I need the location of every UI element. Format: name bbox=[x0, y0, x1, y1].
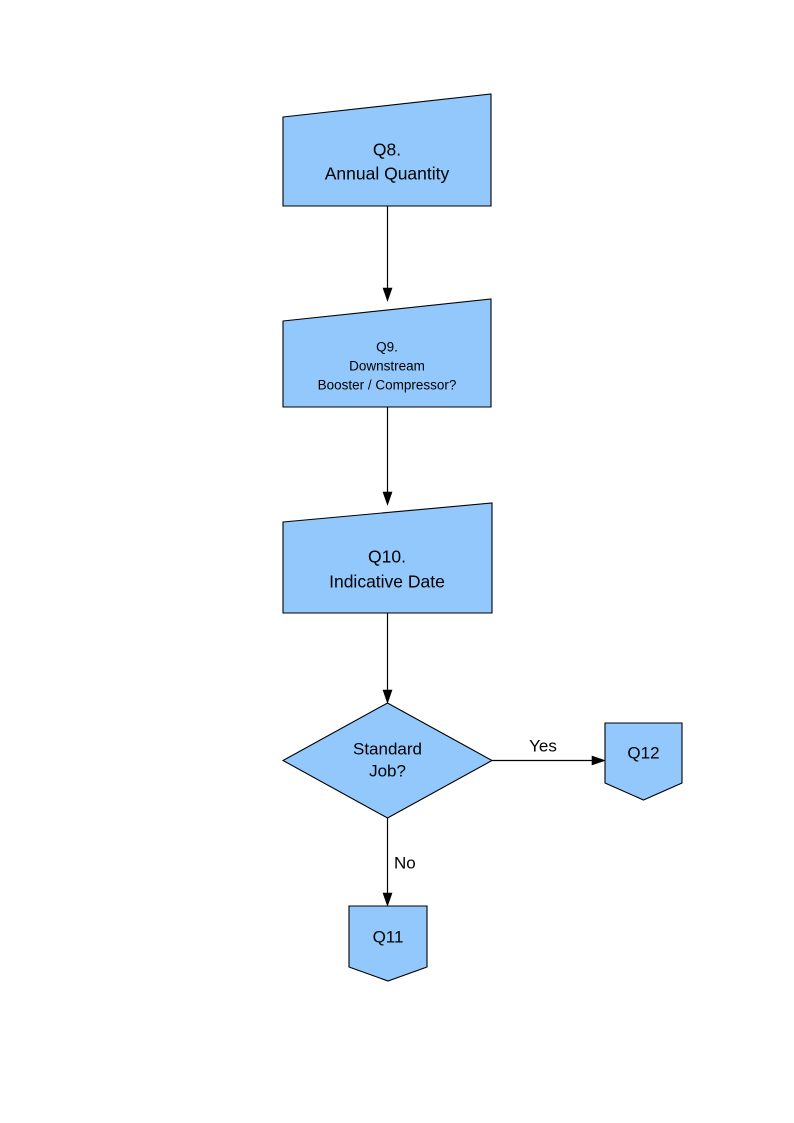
q10-label-line2: Indicative Date bbox=[329, 572, 445, 592]
node-q11[interactable]: Q11 bbox=[348, 905, 428, 982]
edge-q10-to-decision-arrowhead bbox=[382, 689, 393, 704]
edge-q8-to-q9-arrowhead bbox=[382, 287, 393, 302]
edge-q8-to-q9 bbox=[382, 206, 393, 302]
q12-shape[interactable] bbox=[604, 722, 683, 801]
node-standard-job-decision[interactable]: Standard Job? bbox=[281, 702, 494, 819]
node-q8[interactable]: Q8. Annual Quantity bbox=[282, 93, 492, 207]
decision-label-line2: Job? bbox=[369, 761, 406, 780]
edge-q10-to-decision bbox=[382, 613, 393, 704]
q12-label: Q12 bbox=[627, 743, 659, 762]
q8-label-line2: Annual Quantity bbox=[325, 164, 450, 184]
edge-decision-to-q11-arrowhead bbox=[382, 892, 393, 907]
q10-label-line1: Q10. bbox=[368, 547, 406, 567]
q8-shape[interactable] bbox=[282, 93, 492, 207]
edge-label-yes: Yes bbox=[529, 736, 557, 755]
q10-shape[interactable] bbox=[282, 502, 493, 614]
q8-label-line1: Q8. bbox=[373, 140, 401, 160]
q9-label-line1: Q9. bbox=[376, 340, 398, 355]
edge-label-no: No bbox=[394, 853, 416, 872]
edge-decision-to-q12-arrowhead bbox=[591, 755, 606, 766]
node-q9[interactable]: Q9. Downstream Booster / Compressor? bbox=[282, 298, 492, 408]
node-q12[interactable]: Q12 bbox=[604, 722, 683, 801]
q9-shape[interactable] bbox=[282, 298, 492, 408]
q9-label-line3: Booster / Compressor? bbox=[318, 378, 457, 393]
node-q10[interactable]: Q10. Indicative Date bbox=[282, 502, 493, 614]
edge-q9-to-q10-arrowhead bbox=[382, 491, 393, 506]
q11-shape[interactable] bbox=[348, 905, 428, 982]
edge-decision-to-q12: Yes bbox=[492, 736, 606, 766]
decision-label-line1: Standard bbox=[353, 739, 422, 758]
q11-label: Q11 bbox=[373, 927, 404, 946]
edge-q9-to-q10 bbox=[382, 407, 393, 506]
edge-decision-to-q11: No bbox=[382, 818, 416, 907]
q9-label-line2: Downstream bbox=[349, 359, 425, 374]
